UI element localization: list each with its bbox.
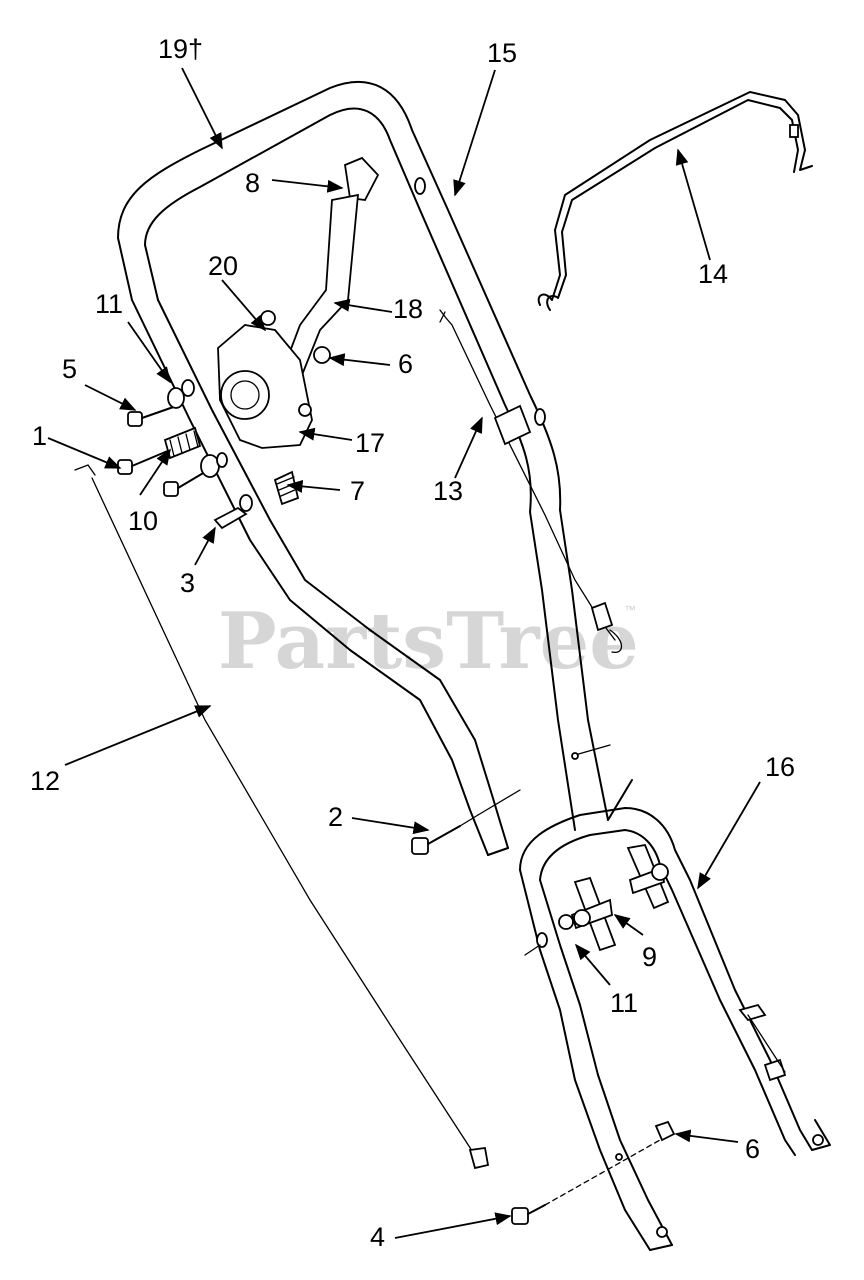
callout-20: 20 [208,251,238,281]
callout-3: 3 [180,568,195,598]
callout-18: 18 [393,294,423,324]
cable-assembly [439,309,623,653]
callout-2: 2 [328,802,343,832]
callout-5: 5 [62,354,77,384]
callout-7: 7 [350,476,365,506]
handle-knobs [558,843,670,952]
pivot-bolt [411,814,479,855]
bail-handle [537,91,813,311]
callout-16: 16 [765,752,795,782]
upper-handle [117,80,633,856]
callout-10: 10 [128,506,158,536]
callout-17: 17 [355,428,385,458]
callout-11-upper: 11 [95,289,123,319]
lower-bolt-and-nut [511,1120,676,1225]
callout-12: 12 [30,766,60,796]
callout-4: 4 [370,1222,385,1252]
callout-13: 13 [433,476,463,506]
callout-1: 1 [32,421,47,451]
lower-handle [519,807,831,1251]
callout-15: 15 [487,38,517,68]
callout-6-upper: 6 [398,349,413,379]
watermark-tm: ™ [624,603,636,617]
leader-arrows [47,67,761,1239]
control-lever-assembly [217,156,380,449]
callout-11-lower: 11 [610,988,638,1018]
fastener-stack [117,379,300,530]
callout-14: 14 [698,259,728,289]
watermark-text: PartsTree [218,596,639,687]
callout-6-lower: 6 [745,1134,760,1164]
control-cable [74,464,490,1170]
callout-19: 19† [158,34,203,64]
callout-8: 8 [245,168,260,198]
callout-9: 9 [642,942,657,972]
